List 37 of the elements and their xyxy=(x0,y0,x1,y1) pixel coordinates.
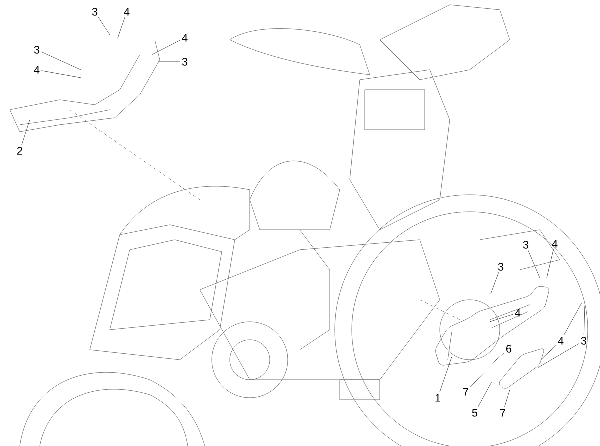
leader-line xyxy=(490,272,500,294)
leader-line xyxy=(42,52,82,70)
leader-line xyxy=(22,120,30,146)
callout-number: 5 xyxy=(472,409,478,417)
callout-number: 3 xyxy=(523,241,529,249)
callout-number: 4 xyxy=(34,66,40,74)
callout-number: 6 xyxy=(506,345,512,353)
callout-number: 3 xyxy=(182,58,188,66)
callout-number: 3 xyxy=(581,337,587,345)
leader-line xyxy=(564,302,582,336)
callout-number: 4 xyxy=(182,34,188,42)
leader-line xyxy=(546,249,554,278)
leader-line xyxy=(492,352,504,364)
callout-number: 2 xyxy=(18,147,23,155)
callout-number: 7 xyxy=(464,388,468,396)
callout-number: 4 xyxy=(124,8,130,16)
leader-line xyxy=(538,345,556,364)
leader-line xyxy=(42,70,82,78)
leader-line xyxy=(470,372,486,388)
leader-line xyxy=(504,390,510,408)
leader-line xyxy=(118,17,126,38)
callout-number: 3 xyxy=(498,263,504,271)
callout-number: 4 xyxy=(515,309,521,317)
callout-number: 4 xyxy=(552,240,558,248)
callout-number: 3 xyxy=(92,8,98,16)
leader-line xyxy=(490,314,514,322)
leader-line xyxy=(528,250,540,278)
leader-line xyxy=(584,306,586,336)
leader-line xyxy=(98,17,110,36)
callout-number: 7 xyxy=(500,409,506,417)
leader-line xyxy=(538,344,580,368)
leader-line xyxy=(440,356,452,393)
callout-number: 3 xyxy=(34,46,40,54)
leader-line xyxy=(478,382,492,408)
leader-line xyxy=(152,40,180,56)
callout-number: 4 xyxy=(558,337,564,345)
callout-number: 1 xyxy=(436,394,441,402)
